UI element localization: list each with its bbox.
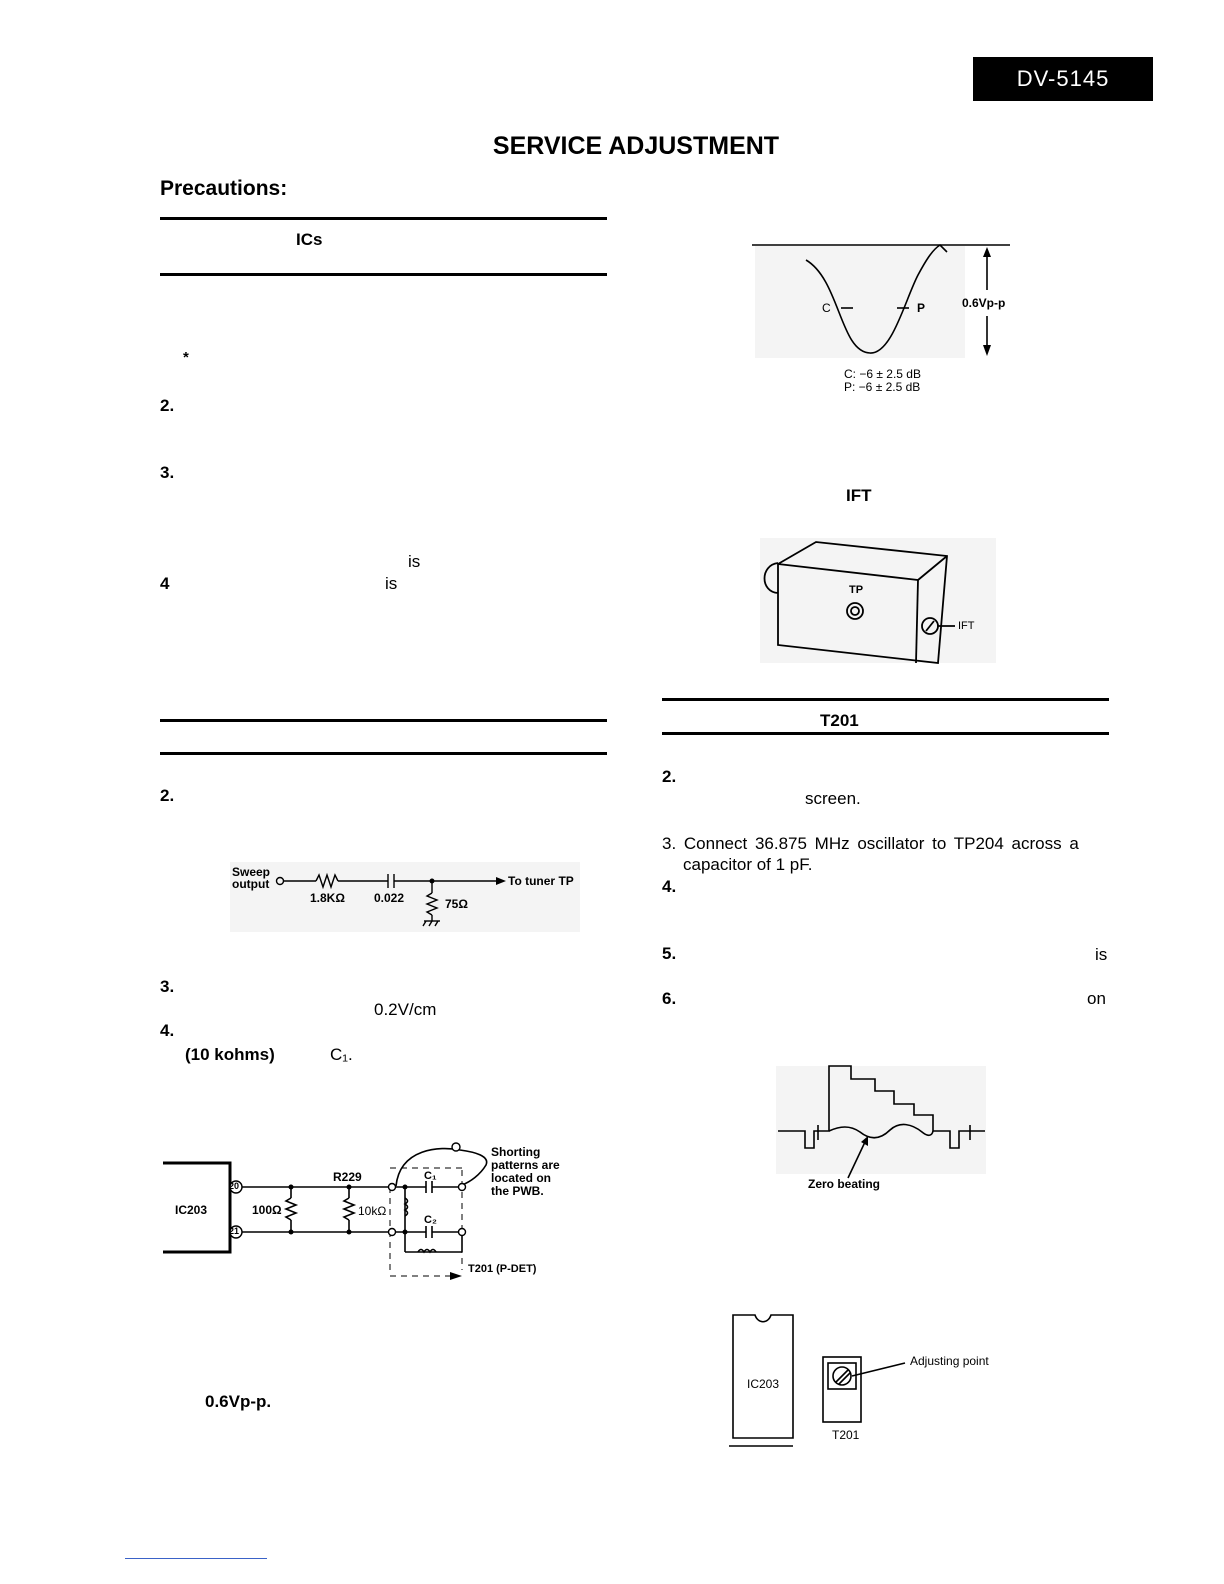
amplitude-value: 0.6Vp-p.	[205, 1392, 272, 1411]
page-title: SERVICE ADJUSTMENT	[492, 132, 780, 160]
zero-beating-label: Zero beating	[808, 1177, 881, 1191]
step-number-3: 3.	[160, 463, 175, 482]
section-rule-top	[160, 217, 607, 220]
right-step-3-cont: capacitor of 1 pF.	[683, 855, 813, 874]
ift-heading: IFT	[846, 486, 872, 505]
pin-21-label: 21	[229, 1226, 240, 1236]
c2-label: C₂	[424, 1214, 437, 1226]
right-step-4: 4.	[662, 877, 677, 896]
tuner-bg	[760, 538, 996, 663]
right-step-2: 2.	[662, 767, 677, 786]
adjusting-point-label: Adjusting point	[910, 1354, 989, 1368]
precautions-heading: Precautions:	[160, 177, 288, 200]
section-heading-ics: ICs	[296, 230, 323, 249]
shorting-note: Shorting patterns are located on the PWB…	[491, 1145, 560, 1198]
staircase-bg	[776, 1066, 986, 1174]
t201-rule-bottom	[662, 732, 1109, 735]
spec-p: P: −6 ± 2.5 dB	[844, 380, 921, 394]
ic203-label: IC203	[175, 1203, 208, 1217]
section2-step-4-capacitor: C₁.	[330, 1045, 353, 1064]
ic203-chip-label: IC203	[747, 1377, 780, 1391]
section-rule-bottom	[160, 273, 607, 276]
right-step-6: 6.	[662, 989, 677, 1008]
step-4-is: is	[385, 574, 398, 593]
waveform-bg	[755, 246, 965, 358]
resistor-10k-label: 10kΩ	[358, 1204, 387, 1218]
c1-label: C₁	[424, 1170, 437, 1182]
sweep-c1-label: 0.022	[374, 891, 405, 905]
step-number-4: 4	[160, 574, 170, 593]
right-step-5-is: is	[1095, 945, 1108, 964]
pin-20-label: 20	[229, 1181, 240, 1191]
right-step-3: 3. Connect 36.875 MHz oscillator to TP20…	[662, 834, 1079, 853]
waveform-p-label: P	[917, 301, 926, 315]
sweep-circuit-bg	[230, 862, 580, 932]
sweep-output-label: Sweep output	[232, 865, 271, 891]
right-step-5: 5.	[662, 944, 677, 963]
tp-label: TP	[849, 584, 864, 596]
t201-chip-label: T201	[832, 1428, 860, 1442]
sweep-r2-label: 75Ω	[445, 897, 468, 911]
footer-link-underline	[125, 1558, 267, 1559]
right-step-6-on: on	[1087, 989, 1106, 1008]
section2-step-3: 3.	[160, 977, 175, 996]
section2-rule-bottom	[160, 752, 607, 755]
spec-c: C: −6 ± 2.5 dB	[844, 367, 921, 381]
t201-pdet-label: T201 (P-DET)	[468, 1263, 537, 1275]
section2-rule-top	[160, 719, 607, 722]
waveform-amplitude: 0.6Vp-p	[962, 296, 1006, 310]
bullet-asterisk: *	[183, 349, 189, 366]
model-badge: DV-5145	[973, 57, 1153, 101]
t201-rule-top	[662, 698, 1109, 701]
right-step-2-text: screen.	[805, 789, 861, 808]
model-number: DV-5145	[1016, 66, 1110, 91]
waveform-c-label: C	[822, 301, 831, 315]
section2-step-3-value: 0.2V/cm	[374, 1000, 437, 1019]
section2-step-4-resistor: (10 kohms)	[185, 1045, 275, 1064]
t201-heading: T201	[820, 711, 859, 730]
section2-step-4: 4.	[160, 1021, 175, 1040]
r229-label: R229	[333, 1170, 362, 1184]
sweep-output-target: To tuner TP	[508, 874, 574, 888]
sweep-r1-label: 1.8KΩ	[310, 891, 345, 905]
step-3-is: is	[408, 552, 421, 571]
ift-label: IFT	[958, 620, 975, 632]
resistor-100-label: 100Ω	[252, 1203, 282, 1217]
step-number-2: 2.	[160, 396, 175, 415]
section2-step-2: 2.	[160, 786, 175, 805]
